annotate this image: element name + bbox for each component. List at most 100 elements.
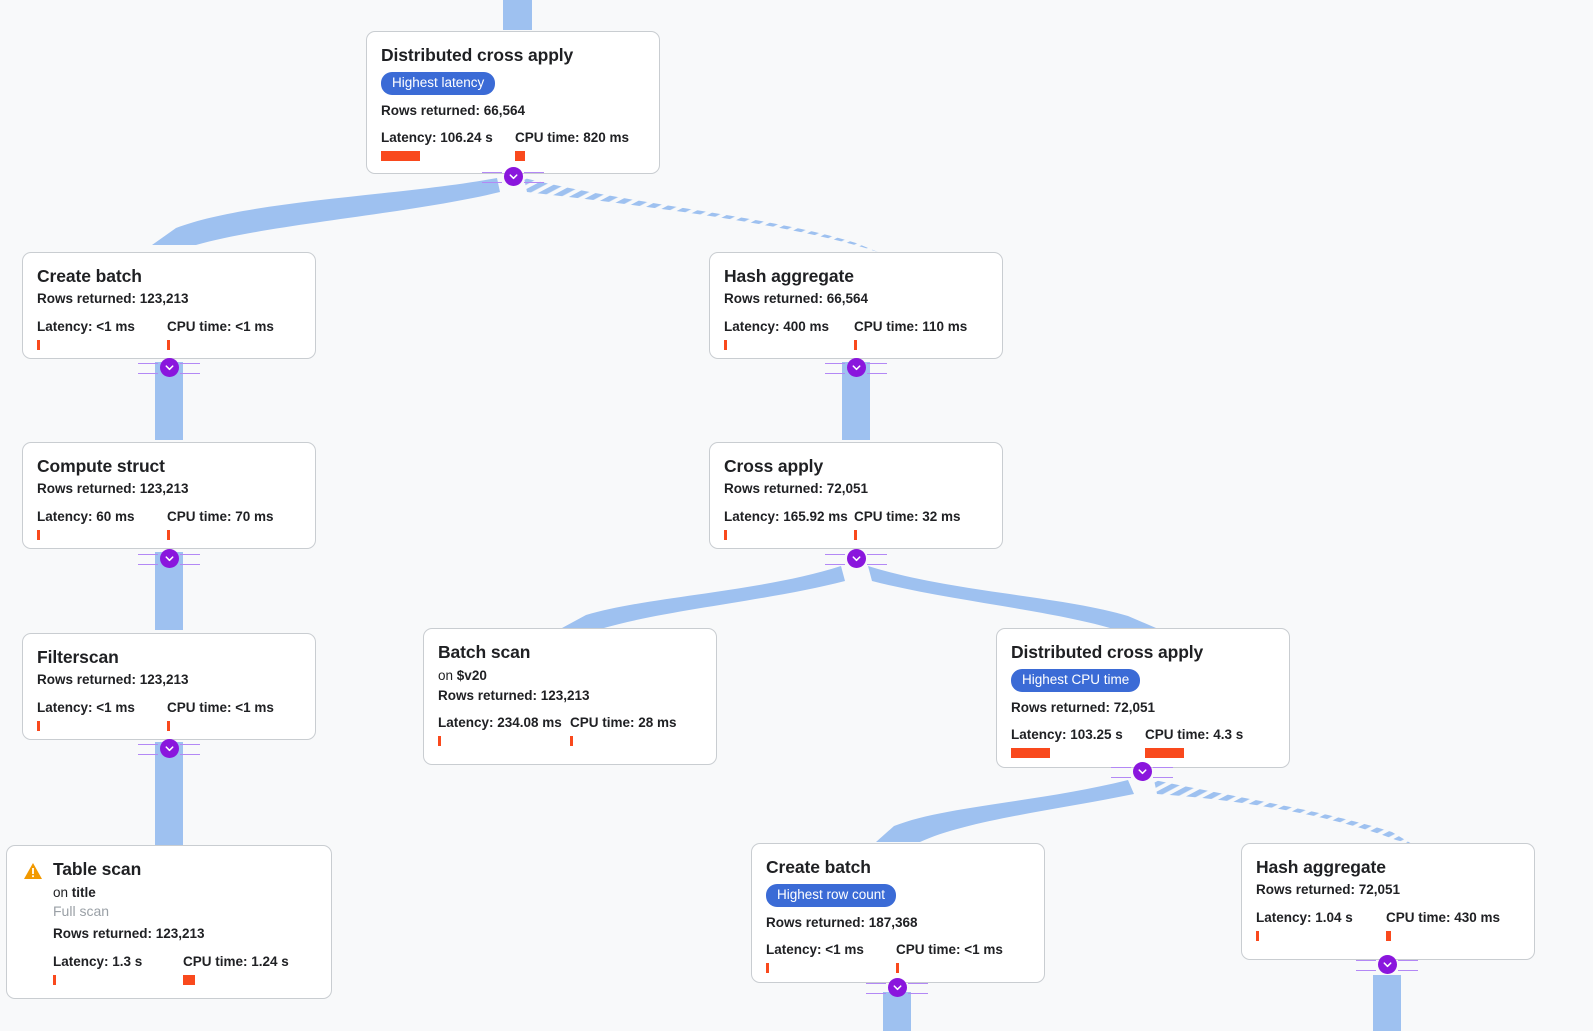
status-badge: Highest row count bbox=[766, 884, 897, 907]
latency-metric: Latency: 1.04 s bbox=[1256, 910, 1386, 941]
node-title: Batch scan bbox=[438, 642, 531, 662]
scan-type: Full scan bbox=[53, 902, 110, 919]
cpu-bar bbox=[183, 974, 195, 985]
plan-node-hash-aggregate-lower[interactable]: Hash aggregate Rows returned: 72,051 Lat… bbox=[1241, 843, 1535, 960]
cpu-label: CPU time: 1.24 s bbox=[183, 953, 289, 969]
plan-node-table-scan[interactable]: Table scan on title Full scan Rows retur… bbox=[6, 845, 332, 999]
latency-bar bbox=[724, 339, 727, 350]
chevron-down-icon[interactable] bbox=[159, 357, 179, 377]
cpu-bar bbox=[854, 339, 857, 350]
rows-returned: Rows returned: 66,564 bbox=[724, 291, 869, 306]
cpu-metric: CPU time: <1 ms bbox=[167, 319, 274, 350]
toggle-rail-right bbox=[908, 982, 928, 994]
metrics-row: Latency: <1 ms CPU time: <1 ms bbox=[37, 700, 301, 731]
plan-node-distributed-cross-apply-lower[interactable]: Distributed cross apply Highest CPU time… bbox=[996, 628, 1290, 768]
node-title: Distributed cross apply bbox=[1011, 642, 1204, 662]
expand-toggle-hash-aggregate-lower[interactable] bbox=[1356, 953, 1418, 975]
expand-toggle-filterscan[interactable] bbox=[138, 737, 200, 759]
expand-toggle-distributed-cross-apply-lower[interactable] bbox=[1111, 760, 1173, 782]
latency-bar bbox=[53, 974, 56, 985]
cpu-label: CPU time: 28 ms bbox=[570, 715, 677, 731]
metrics-row: Latency: 165.92 ms CPU time: 32 ms bbox=[724, 509, 988, 540]
plan-node-cross-apply[interactable]: Cross apply Rows returned: 72,051 Latenc… bbox=[709, 442, 1003, 549]
rows-returned: Rows returned: 66,564 bbox=[381, 102, 526, 118]
metrics-row: Latency: 1.04 s CPU time: 430 ms bbox=[1256, 910, 1520, 941]
plan-node-hash-aggregate-upper[interactable]: Hash aggregate Rows returned: 66,564 Lat… bbox=[709, 252, 1003, 359]
expand-toggle-hash-aggregate-upper[interactable] bbox=[825, 356, 887, 378]
metrics-row: Latency: 234.08 ms CPU time: 28 ms bbox=[438, 715, 702, 747]
cpu-label: CPU time: <1 ms bbox=[167, 699, 274, 715]
plan-node-compute-struct[interactable]: Compute struct Rows returned: 123,213 La… bbox=[22, 442, 316, 549]
chevron-down-icon[interactable] bbox=[159, 548, 179, 568]
chevron-down-icon[interactable] bbox=[1132, 761, 1152, 781]
plan-node-create-batch-lower[interactable]: Create batch Highest row count Rows retu… bbox=[751, 843, 1045, 983]
node-title: Hash aggregate bbox=[724, 266, 854, 286]
cpu-bar bbox=[1386, 930, 1391, 941]
metrics-row: Latency: 60 ms CPU time: 70 ms bbox=[37, 509, 301, 540]
toggle-rail-right bbox=[1153, 766, 1173, 778]
cpu-metric: CPU time: 110 ms bbox=[854, 319, 967, 350]
toggle-rail-right bbox=[867, 362, 887, 374]
plan-node-create-batch-left[interactable]: Create batch Rows returned: 123,213 Late… bbox=[22, 252, 316, 359]
toggle-rail-right bbox=[180, 743, 200, 755]
chevron-down-icon[interactable] bbox=[887, 977, 907, 997]
cpu-label: CPU time: 32 ms bbox=[854, 508, 961, 524]
rows-returned: Rows returned: 123,213 bbox=[37, 672, 189, 687]
cpu-label: CPU time: 110 ms bbox=[854, 318, 968, 334]
expand-toggle-cross-apply[interactable] bbox=[825, 547, 887, 569]
toggle-rail-left bbox=[138, 553, 158, 565]
latency-bar bbox=[766, 963, 769, 974]
latency-label: Latency: <1 ms bbox=[766, 942, 864, 958]
cpu-label: CPU time: <1 ms bbox=[896, 942, 1003, 958]
plan-node-filterscan[interactable]: Filterscan Rows returned: 123,213 Latenc… bbox=[22, 633, 316, 740]
plan-node-distributed-cross-apply-root[interactable]: Distributed cross apply Highest latency … bbox=[366, 31, 660, 174]
cpu-metric: CPU time: 820 ms bbox=[515, 130, 629, 162]
node-title: Compute struct bbox=[37, 456, 165, 476]
latency-metric: Latency: <1 ms bbox=[766, 942, 896, 974]
node-title: Create batch bbox=[766, 857, 871, 877]
metrics-row: Latency: 106.24 s CPU time: 820 ms bbox=[381, 130, 645, 162]
latency-metric: Latency: <1 ms bbox=[37, 319, 167, 350]
cpu-metric: CPU time: 28 ms bbox=[570, 715, 677, 747]
chevron-down-icon[interactable] bbox=[846, 548, 866, 568]
cpu-metric: CPU time: <1 ms bbox=[896, 942, 1003, 974]
toggle-rail-left bbox=[138, 743, 158, 755]
metrics-row: Latency: <1 ms CPU time: <1 ms bbox=[37, 319, 301, 350]
plan-node-batch-scan[interactable]: Batch scan on $v20 Rows returned: 123,21… bbox=[423, 628, 717, 765]
rows-returned: Rows returned: 123,213 bbox=[37, 291, 189, 306]
latency-bar bbox=[37, 339, 40, 350]
expand-toggle-create-batch-left[interactable] bbox=[138, 356, 200, 378]
metrics-row: Latency: 400 ms CPU time: 110 ms bbox=[724, 319, 988, 350]
expand-toggle-compute-struct[interactable] bbox=[138, 547, 200, 569]
latency-bar bbox=[381, 151, 420, 162]
status-badge: Highest latency bbox=[381, 72, 496, 95]
latency-metric: Latency: 60 ms bbox=[37, 509, 167, 540]
toggle-rail-right bbox=[867, 553, 887, 565]
cpu-metric: CPU time: 4.3 s bbox=[1145, 727, 1244, 759]
toggle-rail-left bbox=[825, 362, 845, 374]
latency-bar bbox=[1011, 748, 1050, 759]
node-target: on $v20 bbox=[438, 667, 702, 685]
latency-label: Latency: 103.25 s bbox=[1011, 727, 1123, 743]
latency-label: Latency: <1 ms bbox=[37, 699, 135, 715]
cpu-bar bbox=[896, 963, 899, 974]
cpu-metric: CPU time: 70 ms bbox=[167, 509, 274, 540]
latency-label: Latency: 106.24 s bbox=[381, 130, 493, 146]
chevron-down-icon[interactable] bbox=[1377, 954, 1397, 974]
chevron-down-icon[interactable] bbox=[159, 738, 179, 758]
rows-returned: Rows returned: 123,213 bbox=[438, 687, 590, 703]
toggle-rail-left bbox=[866, 982, 886, 994]
chevron-down-icon[interactable] bbox=[503, 166, 523, 186]
expand-toggle-create-batch-lower[interactable] bbox=[866, 976, 928, 998]
chevron-down-icon[interactable] bbox=[846, 357, 866, 377]
cpu-bar bbox=[167, 720, 170, 731]
toggle-rail-left bbox=[138, 362, 158, 374]
expand-toggle-distributed-cross-apply-root[interactable] bbox=[482, 165, 544, 187]
rows-returned: Rows returned: 72,051 bbox=[724, 481, 869, 496]
cpu-bar bbox=[167, 339, 170, 350]
rows-returned: Rows returned: 187,368 bbox=[766, 914, 918, 930]
toggle-rail-right bbox=[524, 171, 544, 183]
warning-triangle-icon bbox=[23, 862, 43, 880]
cpu-label: CPU time: 4.3 s bbox=[1145, 727, 1244, 743]
